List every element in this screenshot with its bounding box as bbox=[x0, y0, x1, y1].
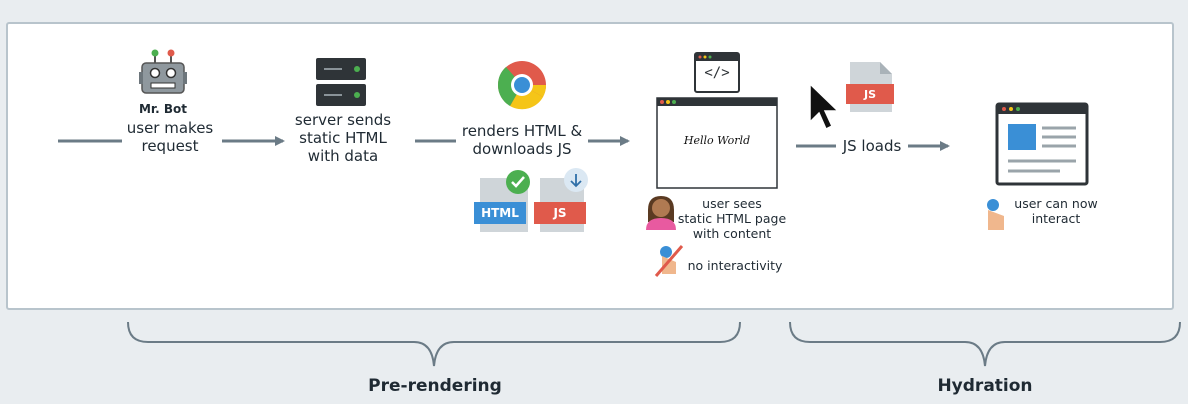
browser-icon bbox=[497, 61, 547, 110]
js-loads-label: JS loads bbox=[842, 137, 902, 155]
js-loads-file-icon bbox=[846, 62, 894, 112]
no-interactivity-label: no interactivity bbox=[687, 258, 783, 273]
user-sees-line-1: user sees bbox=[702, 196, 762, 211]
server-icon bbox=[316, 58, 366, 106]
js-file-tag: JS bbox=[553, 206, 567, 220]
hydration-label: Hydration bbox=[937, 376, 1033, 396]
user-interact-line-2: interact bbox=[1031, 211, 1081, 226]
js-loads-tag: JS bbox=[863, 88, 876, 101]
code-icon bbox=[694, 52, 740, 93]
prerendering-brace bbox=[127, 321, 741, 367]
user-sees-line-2: static HTML page bbox=[677, 211, 787, 226]
user-request-line-1: user makes bbox=[126, 119, 214, 137]
user-interact-line-1: user can now bbox=[1014, 196, 1098, 211]
user-sees-label: user sees static HTML page with content bbox=[672, 196, 792, 241]
no-interactivity-icon bbox=[654, 245, 684, 277]
browser-window bbox=[656, 97, 778, 189]
user-request-line-2: request bbox=[141, 137, 199, 155]
user-sees-line-3: with content bbox=[692, 226, 772, 241]
user-interact-label: user can now interact bbox=[1006, 196, 1106, 226]
user-avatar-icon bbox=[646, 196, 676, 230]
user-request-label: user makes request bbox=[110, 119, 230, 155]
robot-icon bbox=[139, 49, 187, 94]
html-file-tag: HTML bbox=[481, 206, 519, 220]
cursor-icon bbox=[809, 82, 840, 131]
hydration-brace bbox=[789, 321, 1181, 367]
server-line-2: static HTML bbox=[299, 129, 387, 147]
bot-name: Mr. Bot bbox=[138, 102, 187, 116]
browser-line-1: renders HTML & bbox=[461, 122, 583, 140]
code-icon-text: </> bbox=[704, 65, 730, 81]
prerendering-label: Pre-rendering bbox=[368, 376, 502, 396]
hello-world-text: Hello World bbox=[683, 134, 751, 147]
interactive-window-icon bbox=[995, 102, 1089, 186]
check-icon bbox=[506, 170, 530, 194]
download-icon bbox=[564, 168, 588, 192]
server-line-3: with data bbox=[307, 147, 379, 165]
pointer-hand-icon bbox=[987, 199, 1004, 230]
browser-label: renders HTML & downloads JS bbox=[452, 122, 592, 158]
server-line-1: server sends bbox=[294, 111, 392, 129]
flow-panel bbox=[6, 22, 1174, 310]
server-label: server sends static HTML with data bbox=[283, 111, 403, 165]
browser-line-2: downloads JS bbox=[472, 140, 572, 158]
